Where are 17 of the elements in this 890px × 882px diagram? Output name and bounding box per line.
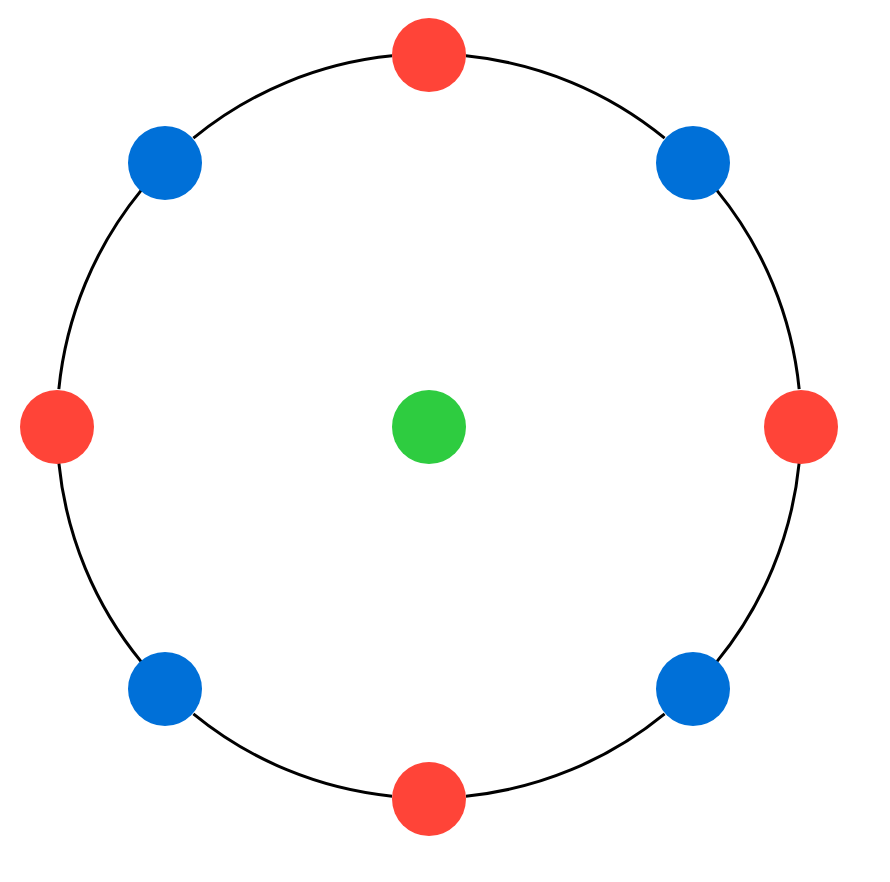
dot xyxy=(128,652,203,727)
circle-arc xyxy=(715,189,801,390)
dot xyxy=(20,389,94,463)
dot xyxy=(655,652,730,727)
dot xyxy=(392,17,466,91)
circle-arc xyxy=(57,189,143,390)
circle-arc xyxy=(192,712,393,798)
dot xyxy=(392,389,466,463)
circle-arc xyxy=(57,462,143,663)
dot xyxy=(128,125,203,200)
dot xyxy=(764,389,838,463)
circle-arc xyxy=(465,54,666,140)
circle-arc xyxy=(715,462,801,663)
circle-arc xyxy=(192,54,393,140)
circle-arc xyxy=(465,712,666,798)
dot xyxy=(655,125,730,200)
dot xyxy=(392,761,466,835)
